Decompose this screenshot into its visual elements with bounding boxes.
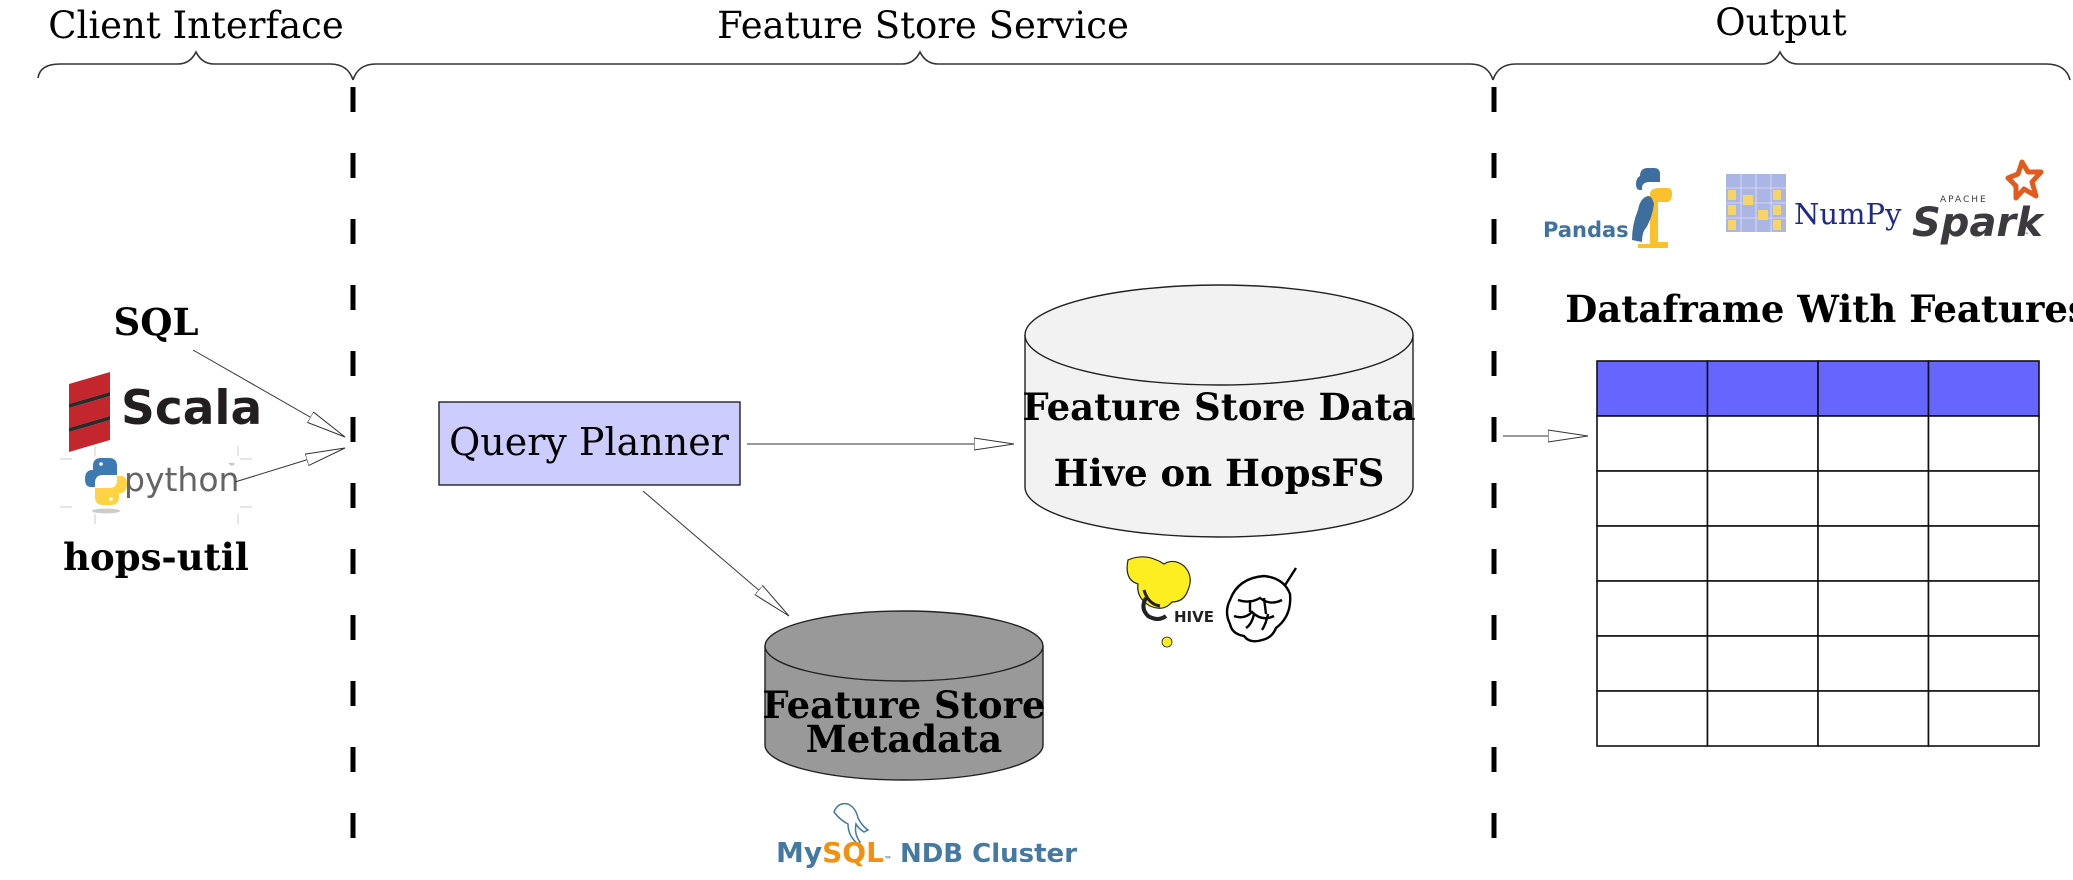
table-cell bbox=[1817, 690, 1930, 747]
brace-client bbox=[37, 50, 354, 81]
numpy-logo-icon bbox=[1726, 174, 1786, 232]
spark-logo-text: Spark bbox=[1912, 200, 2045, 246]
brace-output bbox=[1492, 50, 2071, 81]
table-cell bbox=[1927, 635, 2040, 692]
numpy-logo-text: NumPy bbox=[1794, 197, 1902, 231]
pandas-logo-icon bbox=[1632, 168, 1672, 248]
table-cell bbox=[1706, 690, 1819, 747]
python-logo-frame bbox=[60, 446, 252, 524]
python-logo-text: python bbox=[124, 460, 239, 499]
table-cell bbox=[1927, 470, 2040, 527]
table-cell bbox=[1927, 580, 2040, 637]
section-title-service: Feature Store Service bbox=[717, 4, 1129, 47]
table-cell bbox=[1596, 525, 1709, 582]
python-logo-icon bbox=[85, 458, 127, 514]
table-cell bbox=[1706, 635, 1819, 692]
table-cell bbox=[1596, 470, 1709, 527]
table-cell bbox=[1817, 635, 1930, 692]
dataframe-table bbox=[1596, 360, 2040, 747]
metadata-line2: Metadata bbox=[806, 717, 1002, 761]
hops-logo-icon bbox=[1225, 567, 1298, 643]
brace-service bbox=[352, 50, 1494, 81]
table-cell bbox=[1596, 690, 1709, 747]
table-cell bbox=[1596, 635, 1709, 692]
mysql-dolphin-icon bbox=[833, 802, 870, 846]
spark-trademark: ™ bbox=[2023, 232, 2029, 239]
arrow-planner-to-metadata bbox=[642, 490, 789, 616]
table-cell bbox=[1927, 525, 2040, 582]
table-cell bbox=[1817, 525, 1930, 582]
table-cell bbox=[1706, 470, 1819, 527]
spark-logo-prefix: APACHE bbox=[1940, 195, 1988, 205]
hive-logo-icon: HIVE bbox=[1126, 556, 1214, 648]
hive-logo-text: HIVE bbox=[1174, 608, 1214, 626]
scala-logo-icon bbox=[69, 372, 110, 452]
query-planner-label: Query Planner bbox=[449, 420, 730, 464]
dataframe-title: Dataframe With Features bbox=[1565, 287, 2073, 331]
table-cell bbox=[1706, 580, 1819, 637]
arrow-python-to-service bbox=[234, 448, 345, 483]
table-cell bbox=[1706, 415, 1819, 472]
table-cell bbox=[1596, 415, 1709, 472]
hops-util-label: hops-util bbox=[63, 535, 249, 579]
pandas-logo-text: Pandas bbox=[1543, 218, 1629, 242]
feature-store-metadata-cylinder: Feature Store Metadata bbox=[762, 610, 1046, 781]
table-header-cell bbox=[1927, 360, 2040, 417]
arrow-sql-to-service bbox=[192, 349, 345, 437]
table-cell bbox=[1927, 690, 2040, 747]
table-header-cell bbox=[1596, 360, 1709, 417]
table-cell bbox=[1817, 580, 1930, 637]
table-header-cell bbox=[1817, 360, 1930, 417]
table-cell bbox=[1817, 415, 1930, 472]
feature-store-data-cylinder: Feature Store Data Hive on HopsFS bbox=[1022, 284, 1416, 538]
metadata-line1: Feature Store bbox=[762, 683, 1045, 727]
table-cell bbox=[1596, 580, 1709, 637]
python-trademark: ™ bbox=[228, 462, 236, 471]
scala-logo-text: Scala bbox=[121, 381, 262, 436]
sql-label: SQL bbox=[114, 300, 199, 344]
table-cell bbox=[1817, 470, 1930, 527]
data-store-line1: Feature Store Data bbox=[1022, 385, 1415, 429]
section-title-client: Client Interface bbox=[48, 4, 344, 47]
table-cell bbox=[1927, 415, 2040, 472]
table-header-cell bbox=[1706, 360, 1819, 417]
query-planner-box: Query Planner bbox=[438, 401, 741, 486]
table-cell bbox=[1706, 525, 1819, 582]
section-title-output: Output bbox=[1715, 1, 1847, 44]
data-store-line2: Hive on HopsFS bbox=[1054, 451, 1385, 495]
spark-logo-icon bbox=[2005, 159, 2044, 201]
